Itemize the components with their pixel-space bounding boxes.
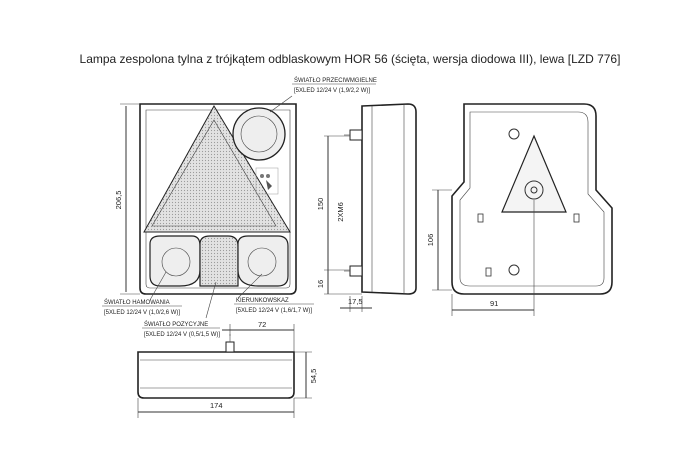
- label-position-spec: [5XLED 12/24 V (0,5/1,5 W)]: [144, 332, 220, 338]
- side-view: [344, 103, 417, 295]
- dim-height: 206,5: [114, 103, 140, 295]
- label-indicator-spec: [5XLED 12/24 V (1,6/1,7 W)]: [236, 308, 312, 314]
- dim-thread-value: 2XM6: [336, 202, 345, 222]
- top-view: [137, 334, 295, 399]
- label-brake-name: ŚWIATŁO HAMOWANIA: [104, 298, 170, 306]
- callout-fog-lamp: ŚWIATŁO PRZECIWMGIELNE [5XLED 12/24 V (1…: [269, 76, 377, 113]
- dim-depth-offset: 17,5: [340, 296, 372, 312]
- callout-indicator-lamp: KIERUNKOWSKAZ [5XLED 12/24 V (1,6/1,7 W)…: [234, 273, 314, 314]
- dim-top-54-value: 54,5: [309, 369, 318, 384]
- brake-lamp: [149, 235, 201, 287]
- label-indicator-name: KIERUNKOWSKAZ: [236, 298, 289, 304]
- dim-bolt-offset-value: 16: [316, 280, 325, 288]
- rear-view: [451, 103, 613, 295]
- label-fog-spec: [5XLED 12/24 V (1,9/2,2 W)]: [294, 88, 370, 94]
- front-view: [139, 103, 297, 295]
- dim-bolt-spacing: 150 2XM6 16: [316, 135, 362, 295]
- homologation-marks: [255, 167, 279, 195]
- dim-top-174: 174: [137, 398, 295, 418]
- dim-top-54: 54,5: [294, 351, 318, 399]
- dim-rear-106: 106: [426, 189, 452, 291]
- label-brake-spec: [5XLED 12/24 V (1,0/2,6 W)]: [104, 310, 180, 316]
- position-lamp: [199, 235, 239, 287]
- dim-rear-106-value: 106: [426, 234, 435, 247]
- callout-brake-lamp: ŚWIATŁO HAMOWANIA [5XLED 12/24 V (1,0/2,…: [102, 271, 182, 316]
- dim-top-72: 72: [222, 320, 295, 352]
- dim-rear-91: 91: [451, 200, 535, 316]
- dim-depth-offset-value: 17,5: [348, 297, 363, 306]
- fog-lamp: [232, 107, 286, 161]
- dim-top-72-value: 72: [258, 320, 266, 329]
- dim-top-174-value: 174: [210, 401, 223, 410]
- reflector-triangle: [143, 105, 291, 233]
- label-fog-name: ŚWIATŁO PRZECIWMGIELNE: [294, 76, 377, 84]
- dim-height-value: 206,5: [114, 191, 123, 210]
- dim-rear-91-value: 91: [490, 299, 498, 308]
- drawing-title: Lampa zespolona tylna z trójkątem odblas…: [79, 52, 621, 66]
- dim-bolt-spacing-value: 150: [316, 198, 325, 211]
- indicator-lamp: [237, 235, 289, 287]
- label-position-name: ŚWIATŁO POZYCYJNE: [144, 320, 208, 328]
- callout-position-lamp: ŚWIATŁO POZYCYJNE [5XLED 12/24 V (0,5/1,…: [142, 281, 220, 338]
